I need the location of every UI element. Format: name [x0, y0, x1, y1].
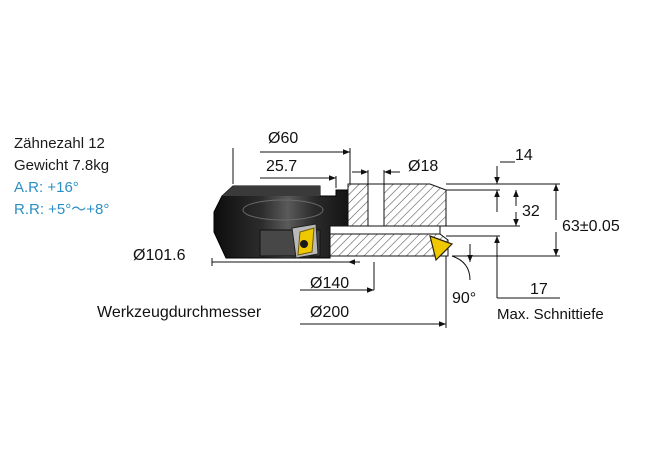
- keyway-diameter-label: Ø18: [408, 158, 439, 175]
- cutter-body: [213, 185, 349, 259]
- total-height-label: 63±0.05: [562, 218, 620, 235]
- dimension-lines: [211, 148, 560, 328]
- bore-diameter-label: Ø60: [268, 130, 299, 147]
- flange-diameter-label: Ø140: [310, 275, 350, 292]
- lead-angle-label: 90°: [452, 290, 477, 307]
- body-diameter-label: Ø101.6: [133, 247, 186, 264]
- bore-depth-label: 25.7: [266, 158, 298, 175]
- max-depth-caption: Max. Schnittiefe: [497, 306, 604, 323]
- insert-section: [429, 235, 454, 262]
- radial-rake-label: R.R: +5°～+8°: [14, 201, 110, 218]
- max-depth-value: 17: [530, 281, 548, 298]
- tool-diameter-caption: Werkzeugdurchmesser: [97, 304, 262, 321]
- mid-height-label: 32: [522, 203, 540, 220]
- weight-label: Gewicht 7.8kg: [14, 157, 110, 174]
- insert-pocket: [291, 223, 319, 259]
- tool-diameter-label: Ø200: [310, 304, 350, 321]
- top-height-label: 14: [515, 147, 533, 164]
- cutter-section: [329, 183, 449, 257]
- axial-rake-label: A.R: +16°: [14, 179, 79, 196]
- teeth-count-label: Zähnezahl 12: [14, 135, 105, 152]
